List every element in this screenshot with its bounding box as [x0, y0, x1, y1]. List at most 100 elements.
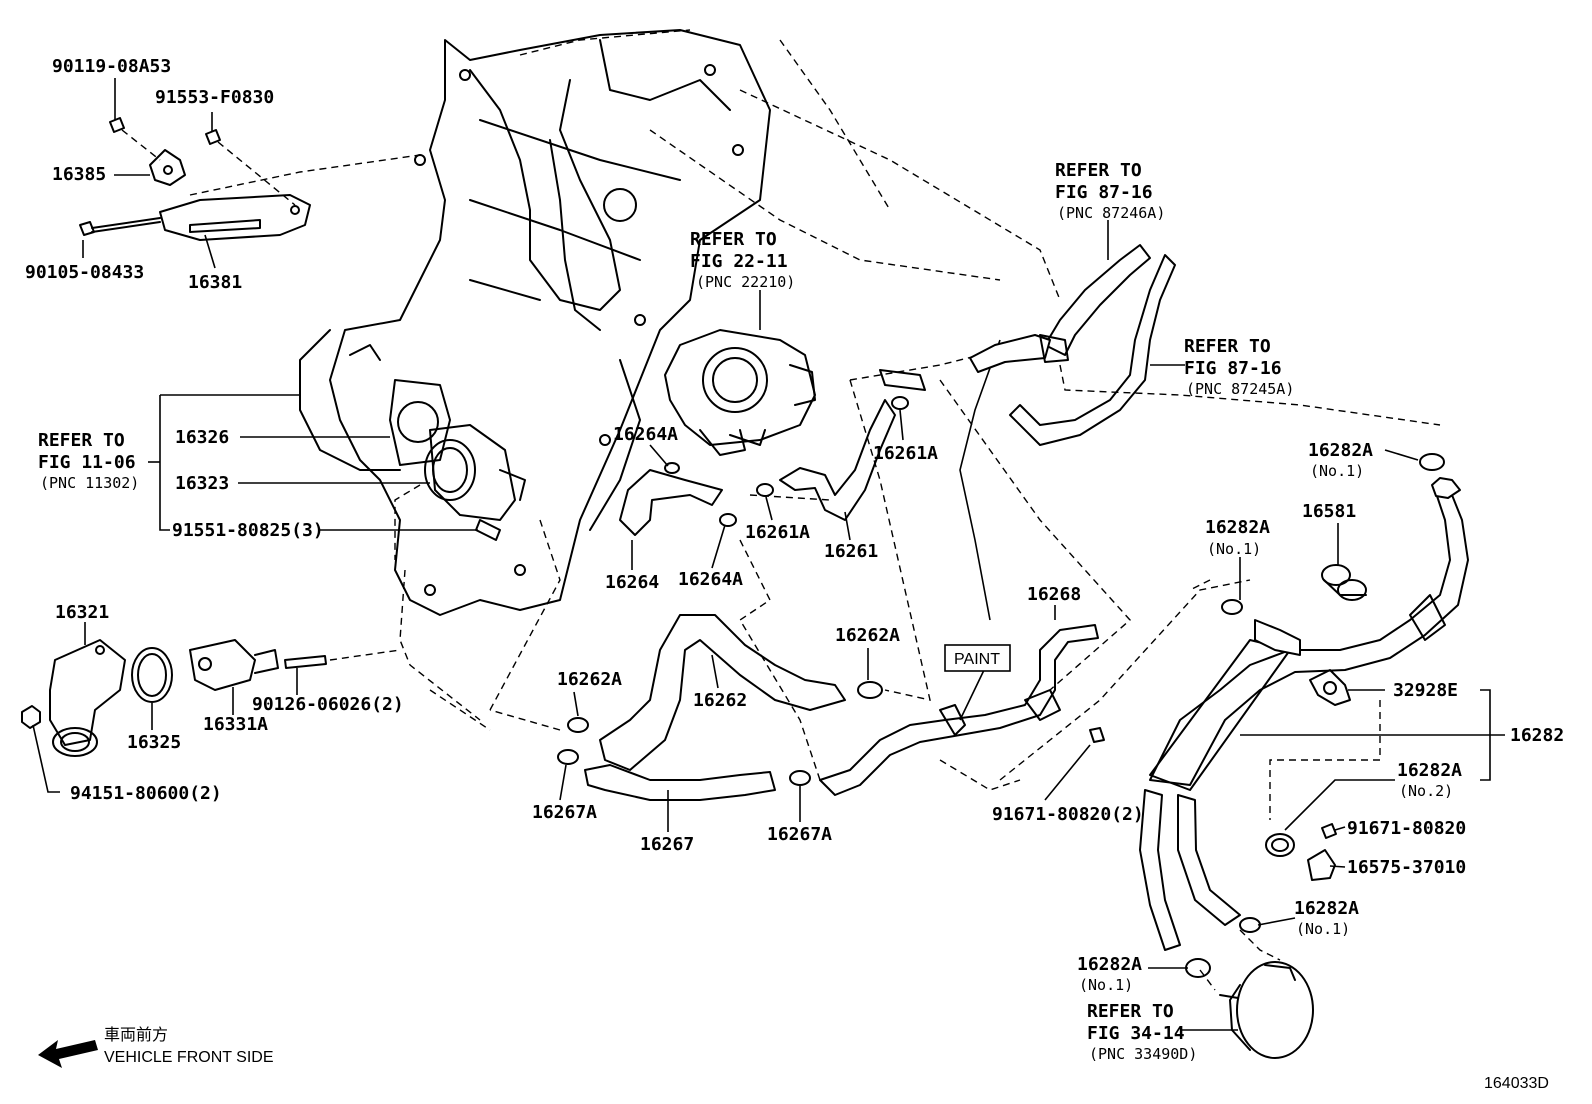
label-16381: 16381 [188, 272, 242, 293]
water-inlet-16321 [49, 639, 126, 757]
clamp-16261A-a [756, 483, 774, 497]
ref-fig87b-line3: (PNC 87245A) [1186, 380, 1294, 398]
ref-fig11-line3: (PNC 11302) [40, 474, 139, 492]
qualifier-no1-d: (No.1) [1079, 976, 1133, 994]
label-16261A-a: 16261A [745, 522, 810, 543]
label-16325: 16325 [127, 732, 181, 753]
leader-lines [32, 78, 1505, 1031]
stud-90126 [284, 649, 401, 669]
ref-fig-87-16-a: REFER TO FIG 87-16 (PNC 87246A) [1055, 160, 1165, 222]
bolt-91671-left [1089, 727, 1105, 743]
ref-fig34-line2: FIG 34-14 [1087, 1023, 1185, 1044]
label-16262: 16262 [693, 690, 747, 711]
diagram-id: 164033D [1484, 1075, 1549, 1092]
gasket-16325 [131, 647, 173, 703]
label-16264A-low: 16264A [678, 569, 743, 590]
label-90119: 90119-08A53 [52, 56, 171, 77]
heater-hose-87246A [969, 244, 1151, 373]
label-16575: 16575-37010 [1347, 857, 1466, 878]
clamp-16261A-b [891, 396, 909, 410]
front-arrow-icon [38, 1040, 98, 1068]
solid-guide-line [959, 339, 1001, 621]
bolt-90119 [109, 117, 161, 161]
label-16264A-top: 16264A [613, 424, 678, 445]
label-16282A-bot: 16282A [1077, 954, 1142, 975]
label-16262A-left: 16262A [557, 669, 622, 690]
bolt-91553 [205, 129, 296, 206]
hose-16267 [584, 764, 776, 801]
label-16262A-right: 16262A [835, 625, 900, 646]
ref-fig22-line2: FIG 22-11 [690, 251, 788, 272]
engine-timing-cover [299, 29, 771, 616]
paint-label: PAINT [954, 651, 1000, 668]
clamp-16282A-mid [1221, 599, 1243, 615]
inlet-dashed [394, 484, 421, 560]
part-labels: 90119-08A53 91553-F0830 16385 90105-0843… [25, 56, 1564, 994]
ref-fig11-line1: REFER TO [38, 430, 125, 451]
heater-hose-87245A [1009, 254, 1176, 446]
nut-94151 [21, 705, 41, 729]
front-side-jp: 車両前方 [104, 1026, 168, 1044]
clamp-16581 [1321, 564, 1367, 601]
engine-hanger-bracket [149, 149, 311, 241]
thermostat-16331A [189, 639, 279, 691]
label-16264: 16264 [605, 572, 659, 593]
label-90126: 90126-06026(2) [252, 694, 404, 715]
right-dashed-lines [1059, 364, 1441, 991]
small-pipe [879, 369, 926, 391]
ref-fig-87-16-b: REFER TO FIG 87-16 (PNC 87245A) [1184, 336, 1294, 398]
label-16267: 16267 [640, 834, 694, 855]
ref-fig22-line1: REFER TO [690, 229, 777, 250]
qualifier-no2: (No.2) [1399, 782, 1453, 800]
clamp-16282A-top [1419, 453, 1445, 471]
label-16282: 16282 [1510, 725, 1564, 746]
label-16261A-b: 16261A [873, 443, 938, 464]
ref-fig-11-06: REFER TO FIG 11-06 (PNC 11302) [38, 430, 139, 492]
qualifier-no1-c: (No.1) [1296, 920, 1350, 938]
label-16581: 16581 [1302, 501, 1356, 522]
label-16321: 16321 [55, 602, 109, 623]
clamp-16282A-low [1239, 917, 1261, 933]
label-91671: 91671-80820 [1347, 818, 1466, 839]
hose-16262 [599, 614, 846, 771]
lower-dashed-lines [489, 349, 1251, 791]
oil-cooler-hose-assembly [1139, 477, 1469, 951]
ref-fig87a-line3: (PNC 87246A) [1057, 204, 1165, 222]
label-91551: 91551-80825(3) [172, 520, 324, 541]
hose-16261 [779, 399, 896, 521]
water-inlet-housing-16323 [424, 424, 526, 521]
clamp-16264A-low [719, 513, 737, 527]
label-16268: 16268 [1027, 584, 1081, 605]
throttle-body [664, 329, 816, 456]
label-90105: 90105-08433 [25, 262, 144, 283]
bracket-16575 [1307, 849, 1336, 881]
paint-callout: PAINT [944, 644, 1011, 672]
ref-fig87a-line2: FIG 87-16 [1055, 182, 1153, 203]
label-16323: 16323 [175, 473, 229, 494]
engine-dashed-lines [399, 29, 1061, 731]
clamp-16262A-left [567, 717, 589, 733]
label-91553: 91553-F0830 [155, 87, 274, 108]
ref-fig87a-line1: REFER TO [1055, 160, 1142, 181]
label-16385: 16385 [52, 164, 106, 185]
clamp-16282A-bot [1185, 958, 1211, 978]
ref-fig22-line3: (PNC 22210) [696, 273, 795, 291]
qualifier-no1-a: (No.1) [1310, 462, 1364, 480]
hose-16264 [619, 469, 723, 536]
clamp-16282A-no2 [1265, 833, 1295, 857]
ref-fig-22-11: REFER TO FIG 22-11 (PNC 22210) [690, 229, 795, 291]
ref-fig-34-14: REFER TO FIG 34-14 (PNC 33490D) [1087, 1001, 1197, 1063]
front-side-en: VEHICLE FRONT SIDE [104, 1049, 274, 1066]
clamp-16262A-right [857, 681, 883, 699]
label-16282A-low: 16282A [1294, 898, 1359, 919]
bolt-91551 [475, 519, 501, 541]
label-16267A-right: 16267A [767, 824, 832, 845]
ref-fig34-line3: (PNC 33490D) [1089, 1045, 1197, 1063]
ref-fig34-line1: REFER TO [1087, 1001, 1174, 1022]
clip-32928E [1309, 669, 1351, 706]
ref-fig87b-line1: REFER TO [1184, 336, 1271, 357]
oil-cooler-33490D [1219, 961, 1314, 1059]
label-94151: 94151-80600(2) [70, 783, 222, 804]
